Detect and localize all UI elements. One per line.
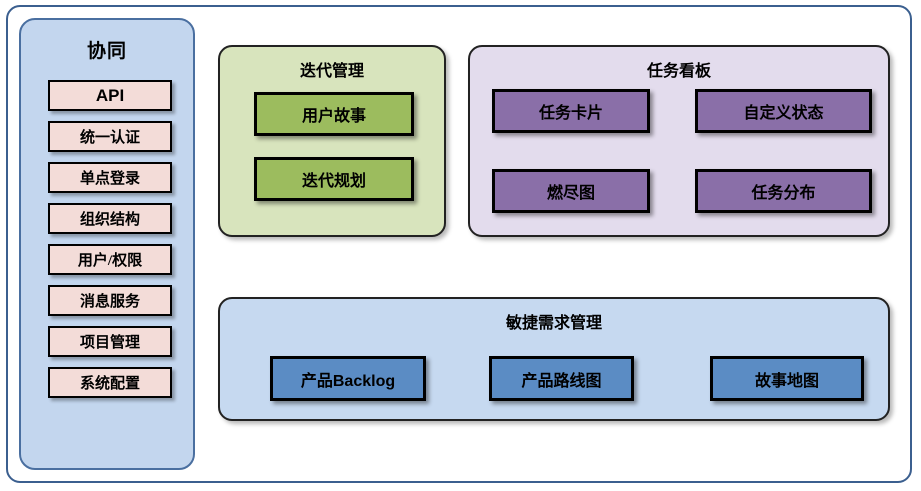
sidebar-item-message-service[interactable]: 消息服务 xyxy=(48,285,172,316)
sidebar-item-org-structure[interactable]: 组织结构 xyxy=(48,203,172,234)
sidebar-title: 协同 xyxy=(86,41,127,62)
sidebar-item-api[interactable]: API xyxy=(48,80,172,111)
sidebar-item-project-management[interactable]: 项目管理 xyxy=(48,326,172,357)
card-story-map[interactable]: 故事地图 xyxy=(710,356,864,401)
group-task-board: 任务看板 任务卡片 自定义状态 燃尽图 任务分布 xyxy=(468,45,890,237)
card-task-distribution[interactable]: 任务分布 xyxy=(695,169,872,213)
sidebar-item-user-permission[interactable]: 用户/权限 xyxy=(48,244,172,275)
sidebar-item-list: API 统一认证 单点登录 组织结构 用户/权限 消息服务 项目管理 系统配置 xyxy=(48,80,172,408)
card-burndown-chart[interactable]: 燃尽图 xyxy=(492,169,650,213)
group-title-iteration-management: 迭代管理 xyxy=(299,63,364,80)
group-title-agile-requirement-management: 敏捷需求管理 xyxy=(505,315,602,332)
card-task-card[interactable]: 任务卡片 xyxy=(492,89,650,133)
sidebar-item-single-sign-on[interactable]: 单点登录 xyxy=(48,162,172,193)
card-user-story[interactable]: 用户故事 xyxy=(254,92,414,136)
card-iteration-planning[interactable]: 迭代规划 xyxy=(254,157,414,201)
card-product-backlog[interactable]: 产品Backlog xyxy=(270,356,426,401)
sidebar-item-system-config[interactable]: 系统配置 xyxy=(48,367,172,398)
group-agile-requirement-management: 敏捷需求管理 产品Backlog 产品路线图 故事地图 xyxy=(218,297,890,421)
card-custom-status[interactable]: 自定义状态 xyxy=(695,89,872,133)
card-product-roadmap[interactable]: 产品路线图 xyxy=(489,356,634,401)
sidebar-panel-collaboration: 协同 API 统一认证 单点登录 组织结构 用户/权限 消息服务 项目管理 系统… xyxy=(19,18,195,470)
group-title-task-board: 任务看板 xyxy=(646,63,711,80)
group-iteration-management: 迭代管理 用户故事 迭代规划 xyxy=(218,45,446,237)
sidebar-item-unified-auth[interactable]: 统一认证 xyxy=(48,121,172,152)
